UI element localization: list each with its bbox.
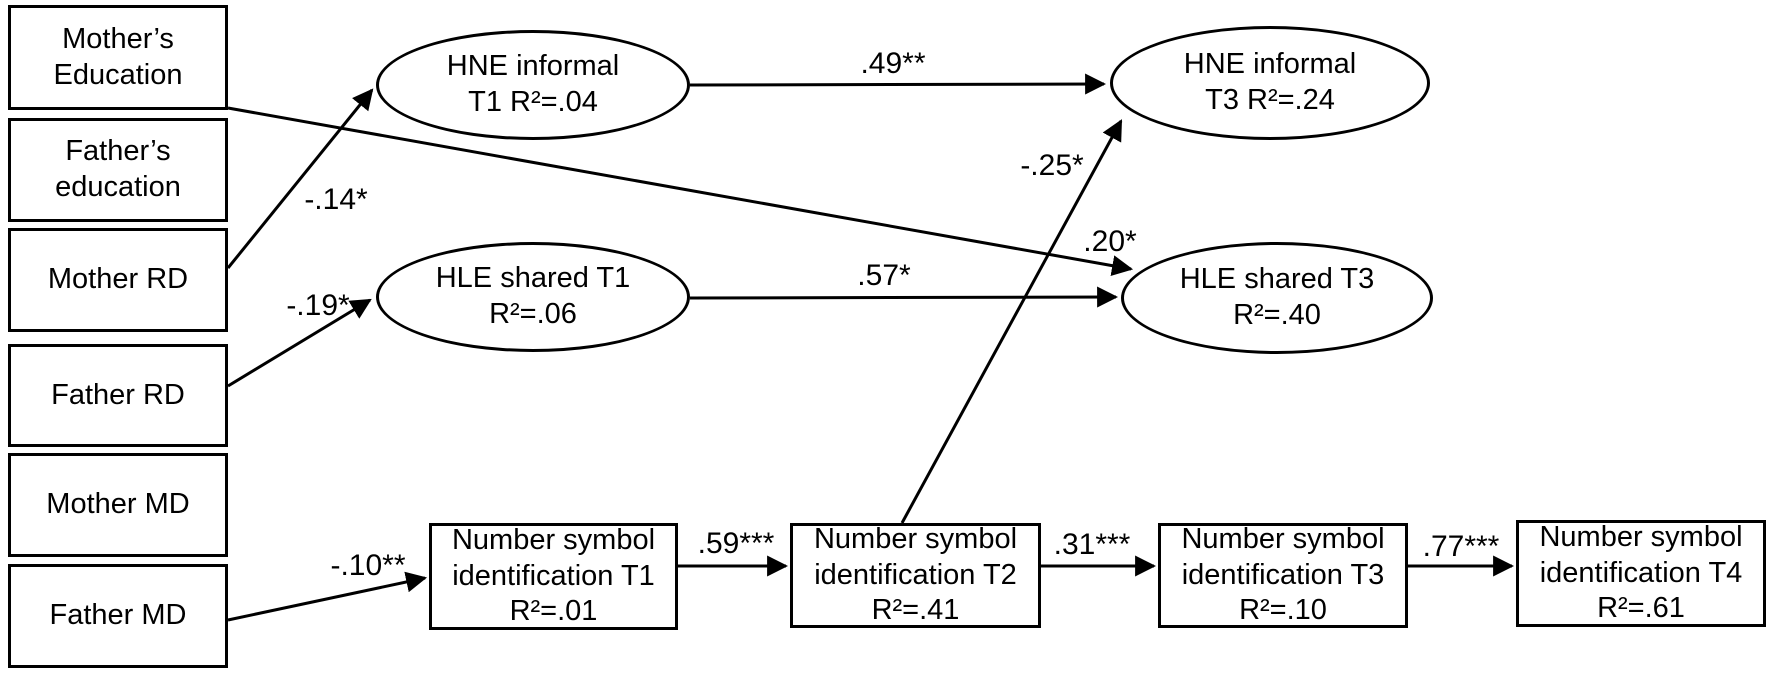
box-mother-md: Mother MD: [8, 453, 228, 557]
coef-father-rd-hle-t1: -.19*: [286, 289, 350, 322]
box-father-rd: Father RD: [8, 344, 228, 447]
ellipse-hne-informal-t3: HNE informal T3 R²=.24: [1110, 26, 1430, 140]
arrow-hle-t1-to-hle-t3: [689, 286, 1119, 308]
coef-nsi-t3-nsi-t4: .77***: [1422, 530, 1500, 563]
box-number-symbol-t3: Number symbol identification T3 R²=.10: [1158, 523, 1408, 628]
ellipse-hle-shared-t3: HLE shared T3 R²=.40: [1121, 242, 1433, 354]
coef-nsi-t2-hne-t3: -.25*: [1020, 149, 1084, 182]
arrow-father-md-to-nsi-t1: [227, 571, 428, 622]
coef-hne-t1-hne-t3: .49**: [860, 47, 926, 80]
box-father-education: Father’s education: [8, 118, 228, 222]
box-mother-rd: Mother RD: [8, 228, 228, 332]
box-number-symbol-t4: Number symbol identification T4 R²=.61: [1516, 520, 1766, 627]
coef-nsi-t2-nsi-t3: .31***: [1053, 528, 1131, 561]
arrow-nsi-t2-to-hne-t3: [900, 119, 1123, 524]
box-father-md: Father MD: [8, 564, 228, 668]
coef-hle-t1-hle-t3: .57*: [857, 259, 911, 292]
coef-nsi-t1-nsi-t2: .59***: [697, 527, 775, 560]
coef-mother-rd-hne-t1: -.14*: [304, 183, 368, 216]
ellipse-hle-shared-t1: HLE shared T1 R²=.06: [376, 242, 690, 352]
coef-mother-education-hle-t3: .20*: [1083, 225, 1137, 258]
ellipse-hne-informal-t1: HNE informal T1 R²=.04: [376, 30, 690, 140]
box-mother-education: Mother’s Education: [8, 5, 228, 110]
coef-father-md-nsi-t1: -.10**: [330, 549, 406, 582]
arrow-mother-rd-to-hne-t1: [226, 88, 374, 269]
box-number-symbol-t2: Number symbol identification T2 R²=.41: [790, 523, 1041, 628]
arrow-hne-t1-to-hne-t3: [689, 73, 1107, 95]
box-number-symbol-t1: Number symbol identification T1 R²=.01: [429, 523, 678, 630]
